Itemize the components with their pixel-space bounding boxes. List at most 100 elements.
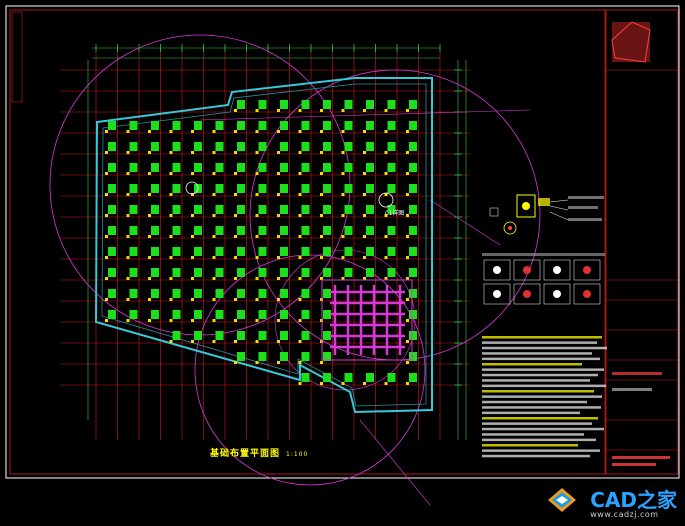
column-node xyxy=(363,130,366,133)
plan-title-text: 基础布置平面图 xyxy=(210,449,281,459)
pile-cap xyxy=(323,142,331,151)
column-node xyxy=(277,256,280,259)
column-node xyxy=(234,193,237,196)
column-node xyxy=(298,172,302,175)
note-text-line xyxy=(482,438,596,442)
pile-cap xyxy=(409,373,417,382)
pile-cap xyxy=(301,142,310,151)
column-node xyxy=(277,319,280,322)
arc-circle xyxy=(194,254,426,486)
column-node xyxy=(406,172,409,175)
watermark-url: www.cadzj.com xyxy=(590,510,659,519)
column-node xyxy=(191,319,194,322)
column-node xyxy=(212,235,216,238)
callout-label: C1详图 xyxy=(385,210,405,217)
column-node xyxy=(255,151,259,154)
pile-cap xyxy=(301,163,310,172)
column-node xyxy=(406,382,409,385)
column-node xyxy=(234,214,237,217)
pile-cap xyxy=(129,205,138,214)
pile-cap xyxy=(129,226,138,235)
pile-cap xyxy=(215,268,224,277)
pile-cap xyxy=(172,331,181,340)
pile-cap xyxy=(409,247,417,256)
pile-cap xyxy=(344,184,353,193)
note-text-line xyxy=(482,373,598,377)
column-node xyxy=(320,256,323,259)
pile-cap xyxy=(344,247,353,256)
pile-cap xyxy=(194,247,202,256)
column-node xyxy=(191,277,194,280)
column-node xyxy=(384,214,388,217)
column-node xyxy=(255,277,259,280)
pile-cap xyxy=(215,247,224,256)
pile-cap xyxy=(172,289,181,298)
pile-cap xyxy=(387,100,396,109)
column-node xyxy=(234,172,237,175)
column-node xyxy=(320,235,323,238)
column-node xyxy=(298,214,302,217)
column-node xyxy=(126,130,130,133)
column-node xyxy=(148,130,151,133)
notes-area xyxy=(482,336,607,458)
legend-cell xyxy=(543,259,571,281)
column-node xyxy=(363,172,366,175)
column-node xyxy=(384,151,388,154)
pile-cap xyxy=(280,289,288,298)
pile-cap xyxy=(172,226,181,235)
column-node xyxy=(169,151,173,154)
pile-cap xyxy=(366,142,374,151)
column-node xyxy=(320,193,323,196)
pile-cap xyxy=(301,310,310,319)
column-node xyxy=(255,109,259,112)
column-node xyxy=(234,151,237,154)
column-node xyxy=(384,130,388,133)
column-node xyxy=(363,193,366,196)
column-node xyxy=(126,256,130,259)
legend-cell xyxy=(513,259,541,281)
pile-cap xyxy=(280,163,288,172)
pile-cap xyxy=(387,205,396,214)
plan-scale: 1:100 xyxy=(286,451,309,458)
pile-cap xyxy=(280,331,288,340)
pile-cap xyxy=(258,142,267,151)
column-node xyxy=(255,172,259,175)
column-node xyxy=(341,235,345,238)
column-node xyxy=(105,193,108,196)
column-node xyxy=(234,298,237,301)
pile-cap xyxy=(151,268,159,277)
legend-symbol xyxy=(523,266,531,274)
pile-cap xyxy=(409,310,417,319)
column-node xyxy=(255,193,259,196)
column-node xyxy=(191,340,194,343)
pile-cap xyxy=(323,121,331,130)
pile-cap xyxy=(301,289,310,298)
note-text-line xyxy=(482,390,594,393)
column-node xyxy=(105,256,108,259)
pile-cap xyxy=(215,205,224,214)
column-node xyxy=(406,319,409,322)
watermark-text: CAD之家 www.cadzj.com xyxy=(590,490,677,520)
pile-cap xyxy=(280,205,288,214)
note-text-line xyxy=(482,384,606,388)
pile-cap xyxy=(258,205,267,214)
pile-cap xyxy=(387,247,396,256)
pile-cap xyxy=(280,184,288,193)
column-node xyxy=(105,172,108,175)
column-node xyxy=(341,151,345,154)
pile-cap xyxy=(172,121,181,130)
column-node xyxy=(169,277,173,280)
column-node xyxy=(298,235,302,238)
building-outline-inner xyxy=(101,83,427,407)
column-node xyxy=(148,214,151,217)
column-node xyxy=(191,256,194,259)
column-node xyxy=(191,193,194,196)
pile-cap xyxy=(108,142,116,151)
pile-cap xyxy=(409,184,417,193)
column-node xyxy=(212,277,216,280)
pile-cap xyxy=(366,226,374,235)
column-node xyxy=(277,193,280,196)
column-node xyxy=(298,382,302,385)
column-node xyxy=(105,130,108,133)
column-node xyxy=(234,361,237,364)
